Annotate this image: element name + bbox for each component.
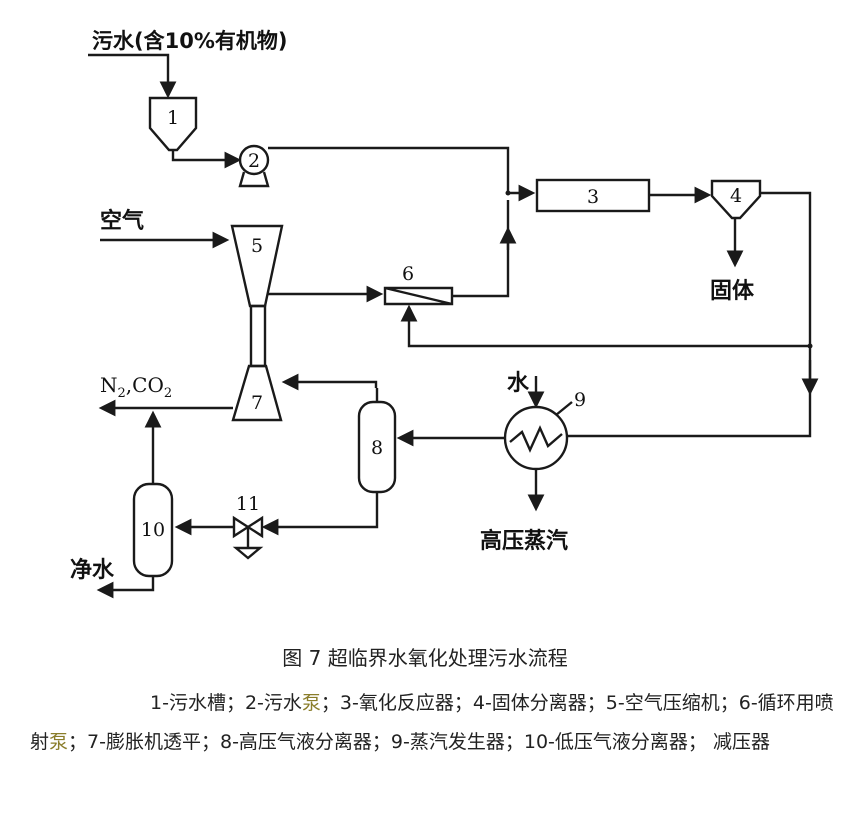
tag-7: 7 (251, 392, 263, 414)
valve-actuator (232, 546, 264, 560)
separator-overflow-line (568, 191, 812, 438)
figure-legend: 1-污水槽；2-污水泵；3-氧化反应器；4-固体分离器；5-空气压缩机；6-循环… (30, 684, 838, 762)
pump-2 (238, 144, 270, 176)
recycle-line (400, 304, 810, 348)
tag-8: 8 (371, 437, 383, 459)
legend-text: 1-污水槽；2-污水 (150, 692, 302, 714)
hp-separator-liquid-line (261, 492, 379, 536)
label-air: 空气 (100, 208, 144, 234)
heat-coil (509, 425, 563, 453)
tank-to-pump-line (171, 150, 242, 169)
tag-11: 11 (236, 493, 260, 515)
tag-3: 3 (587, 186, 599, 208)
label-steam: 高压蒸汽 (480, 528, 568, 554)
tag-5: 5 (251, 235, 263, 257)
ejector-6 (383, 286, 454, 306)
pump-discharge-line (268, 146, 510, 193)
label-gas-products: N2,CO2 (100, 373, 172, 401)
feed-line (88, 53, 177, 99)
pump-base (238, 171, 270, 188)
label-solids: 固体 (710, 279, 755, 304)
legend-text: ；3-氧化反应器；4-固体分离器；5-空气压缩机；6-循环用喷射 (30, 692, 834, 753)
label-wastewater: 污水(含10%有机物) (92, 29, 287, 53)
tag-1: 1 (167, 107, 179, 129)
process-flow-diagram: 污水(含10%有机物) 空气 水 固体 高压蒸汽 净水 N2,CO2 1 2 3… (70, 29, 819, 599)
legend-text: ；7-膨胀机透平；8-高压气液分离器；9-蒸汽发生器；10-低压气液分离器； 减… (68, 731, 770, 753)
label-water: 水 (507, 371, 530, 396)
ejector-to-main-line (452, 200, 510, 298)
separator-4 (710, 179, 762, 220)
tag-2: 2 (248, 150, 260, 172)
hp-separator-gas-line (281, 373, 378, 391)
tag-10: 10 (141, 519, 165, 541)
tag-9: 9 (574, 389, 586, 411)
legend-highlight: 泵 (301, 692, 321, 714)
shaft (249, 304, 267, 368)
junction-dot (807, 343, 813, 349)
label-clean-water: 净水 (70, 557, 115, 583)
clean-water-line (96, 576, 155, 599)
turbine-7 (231, 364, 283, 422)
tag-9-leader (555, 401, 573, 416)
valve-11 (232, 515, 264, 539)
junction-dot (505, 190, 511, 196)
figure-caption: 图 7 超临界水氧化处理污水流程 (282, 646, 568, 670)
tag-6: 6 (402, 263, 414, 285)
legend-highlight: 泵 (49, 731, 69, 753)
tank-1 (148, 96, 198, 152)
tag-4: 4 (730, 185, 742, 207)
